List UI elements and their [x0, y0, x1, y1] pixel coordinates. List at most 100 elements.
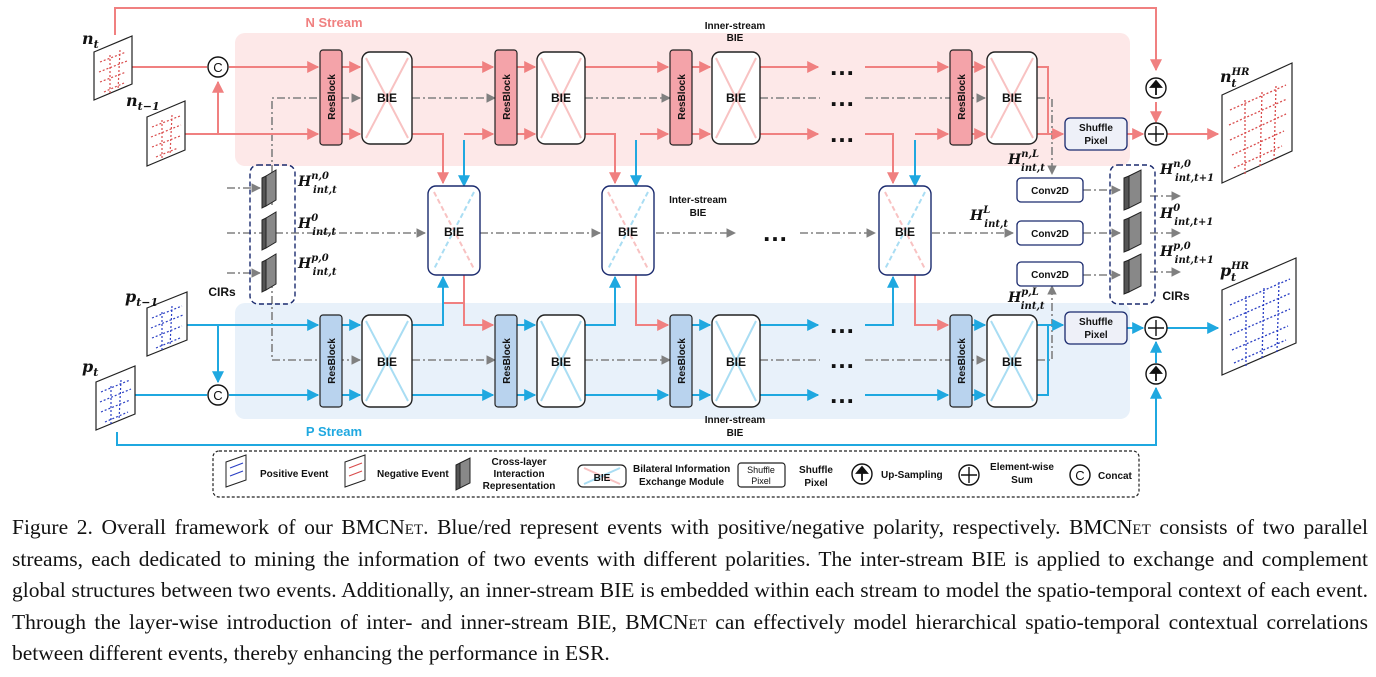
legend-negative-icon	[344, 454, 366, 488]
legend-cross-2: Interaction	[493, 469, 544, 480]
p-stream-flows	[135, 140, 1220, 401]
event-image-p-t1	[146, 291, 188, 357]
svg-text:ResBlock: ResBlock	[502, 74, 513, 120]
legend-shuffle-2: Pixel	[804, 478, 828, 489]
bie-n-3: BIE	[711, 51, 761, 145]
svg-text:ResBlock: ResBlock	[327, 338, 338, 384]
svg-text:BIE: BIE	[551, 355, 571, 369]
ellipsis-p-3: …	[829, 379, 855, 409]
n-stream-label: N Stream	[305, 15, 362, 30]
svg-text:BIE: BIE	[444, 225, 464, 239]
resblock-n-1: ResBlock	[319, 49, 343, 146]
bie-p-2: BIE	[536, 314, 586, 408]
output-image-n-hr	[1221, 62, 1293, 184]
legend-cross-3: Representation	[483, 481, 556, 492]
event-image-n-t1	[146, 100, 186, 167]
inter-stream-label-1: Inter-stream	[669, 195, 727, 206]
legend-sum-icon	[958, 464, 980, 486]
resblock-p-2: ResBlock	[494, 314, 518, 408]
inner-stream-label-bottom-1: Inner-stream	[705, 415, 766, 426]
svg-text:Pixel: Pixel	[751, 476, 771, 486]
ellipsis-n-2: …	[829, 82, 855, 112]
cirs-right-label: CIRs	[1162, 289, 1190, 303]
svg-text:BIE: BIE	[726, 355, 746, 369]
svg-text:BIE: BIE	[726, 91, 746, 105]
legend-cross-1: Cross-layer	[491, 457, 546, 468]
svg-text:C: C	[213, 388, 222, 403]
sum-n-icon	[1144, 122, 1168, 146]
svg-text:BIE: BIE	[618, 225, 638, 239]
svg-text:BIE: BIE	[895, 225, 915, 239]
legend-cir-icon	[455, 457, 471, 491]
svg-text:Shuffle: Shuffle	[1079, 123, 1113, 134]
svg-text:Shuffle: Shuffle	[747, 465, 775, 475]
legend: Positive Event Negative Event Cross-laye…	[212, 450, 1140, 498]
svg-text:C: C	[213, 60, 222, 75]
svg-text:Conv2D: Conv2D	[1031, 186, 1069, 197]
svg-text:Conv2D: Conv2D	[1031, 270, 1069, 281]
event-image-n-t	[93, 35, 133, 101]
inter-bie-modules: BIE BIE BIE	[427, 185, 932, 276]
concat-p: C	[207, 384, 229, 406]
n-stream-flows	[132, 61, 1220, 331]
ellipsis-p-1: …	[829, 309, 855, 339]
legend-sum-2: Sum	[1011, 475, 1033, 486]
legend-concat-icon: C	[1069, 464, 1091, 486]
resblock-n-4: ResBlock	[949, 49, 973, 146]
svg-text:Shuffle: Shuffle	[1079, 317, 1113, 328]
ellipsis-n-3: …	[829, 118, 855, 148]
legend-bie-icon: BIE	[577, 464, 627, 488]
inter-stream-label-2: BIE	[690, 208, 707, 219]
p-skip-line	[116, 386, 1162, 446]
conv2d-3: Conv2D	[1016, 261, 1084, 287]
legend-negative: Negative Event	[377, 469, 449, 480]
label-p-t1: pt−1	[125, 287, 158, 309]
inner-stream-label-top-1: Inner-stream	[705, 21, 766, 32]
p-stream-label: P Stream	[306, 424, 362, 439]
svg-text:BIE: BIE	[594, 473, 611, 484]
inner-bie-modules: BIE BIE BIE BIE BIE BIE BIE BIE	[361, 51, 1038, 408]
resblock-p-4: ResBlock	[949, 314, 973, 408]
svg-text:BIE: BIE	[1002, 91, 1022, 105]
resblock-n-2: ResBlock	[494, 49, 518, 146]
svg-text:Conv2D: Conv2D	[1031, 229, 1069, 240]
svg-text:ResBlock: ResBlock	[327, 74, 338, 120]
svg-text:C: C	[1075, 468, 1084, 483]
bie-n-2: BIE	[536, 51, 586, 145]
svg-text:BIE: BIE	[1002, 355, 1022, 369]
svg-text:Pixel: Pixel	[1084, 330, 1108, 341]
bie-p-4: BIE	[986, 314, 1038, 408]
svg-text:ResBlock: ResBlock	[502, 338, 513, 384]
bie-n-4: BIE	[986, 51, 1038, 145]
inter-bie-3: BIE	[878, 185, 932, 276]
cirs-right	[1109, 164, 1156, 305]
label-p-t: pt	[82, 357, 98, 379]
conv2d-1: Conv2D	[1016, 177, 1084, 203]
ellipsis-inter: …	[762, 217, 788, 247]
ellipsis-n-1: …	[829, 51, 855, 81]
cirs-left	[249, 164, 296, 305]
svg-text:BIE: BIE	[377, 355, 397, 369]
upsampling-n-icon	[1145, 77, 1167, 99]
figure-caption: Figure 2. Overall framework of our BMCNe…	[12, 515, 1368, 665]
inter-bie-2: BIE	[601, 185, 655, 276]
resblock-n-3: ResBlock	[669, 49, 693, 146]
legend-bie-2: Exchange Module	[639, 477, 724, 488]
framework-diagram: N Stream P Stream Inner-stream BIE Inner…	[82, 7, 1297, 498]
svg-text:BIE: BIE	[551, 91, 571, 105]
cirs-left-label: CIRs	[208, 285, 236, 299]
output-image-p-hr	[1221, 257, 1297, 376]
resblock-p-1: ResBlock	[319, 314, 343, 408]
label-n-t: nt	[82, 29, 99, 51]
legend-sum-1: Element-wise	[990, 462, 1054, 473]
bie-n-1: BIE	[361, 51, 413, 145]
